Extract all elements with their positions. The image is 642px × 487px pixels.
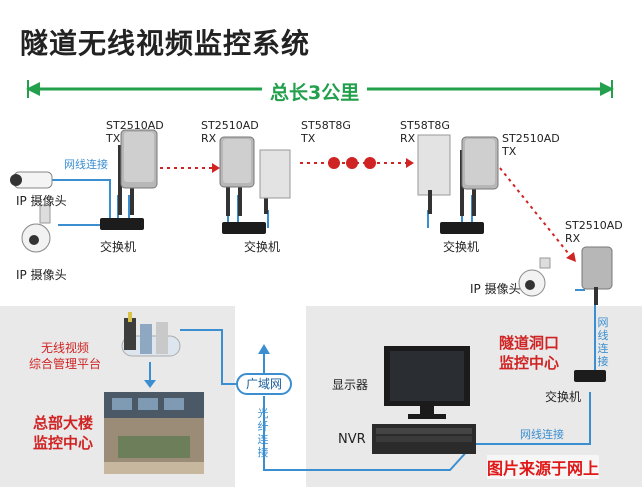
monitor-icon [384, 346, 470, 419]
watermark-text: 图片来源于网上 [487, 455, 600, 479]
switch-label-1: 交换机 [100, 240, 137, 254]
nvr-icon [372, 424, 476, 454]
ip-camera-label-3: IP 摄像头 [470, 282, 521, 296]
network-link-label: 网线连接 [64, 158, 108, 171]
switch-3-icon [440, 222, 484, 234]
wan-label: 广域网 [236, 373, 292, 395]
length-arrow-right [600, 82, 614, 96]
ip-camera-label-1: IP 摄像头 [16, 194, 67, 208]
tunnel-center-label: 隧道洞口 监控中心 [498, 334, 559, 372]
bullet-camera-icon [10, 171, 53, 189]
platform-label: 无线视频 综合管理平台 [28, 341, 101, 371]
network-link-vertical-label: 网线连接 [597, 316, 609, 368]
server-cluster-icon [121, 312, 181, 357]
total-length-label: 总长3公里 [262, 78, 368, 105]
fiber-label: 光纤连接 [257, 407, 269, 459]
switch-2-icon [222, 222, 266, 234]
radio-rx1-icon [219, 136, 291, 216]
switch-4-icon [574, 370, 606, 382]
wireless-links [160, 167, 573, 259]
nvr-label: NVR [338, 432, 366, 447]
dome-camera-2-icon [518, 257, 551, 297]
radio-rx3-icon [581, 246, 613, 305]
hq-center-label: 总部大楼 监控中心 [32, 414, 93, 452]
radio-tx1-icon [118, 129, 158, 215]
dome-camera-1-icon [21, 204, 51, 253]
switch-label-2: 交换机 [244, 240, 281, 254]
network-lines [40, 179, 596, 471]
display-label: 显示器 [332, 378, 369, 392]
ip-camera-label-2: IP 摄像头 [16, 268, 67, 282]
switch-label-3: 交换机 [443, 240, 480, 254]
length-arrow-left [26, 82, 40, 96]
switch-1-icon [100, 218, 144, 230]
page-title: 隧道无线视频监控系统 [20, 27, 311, 60]
hq-photo [104, 392, 204, 474]
radio-rx2-icon [417, 134, 499, 216]
network-link-label-bottom: 网线连接 [520, 428, 564, 441]
switch-label-4: 交换机 [545, 390, 582, 404]
